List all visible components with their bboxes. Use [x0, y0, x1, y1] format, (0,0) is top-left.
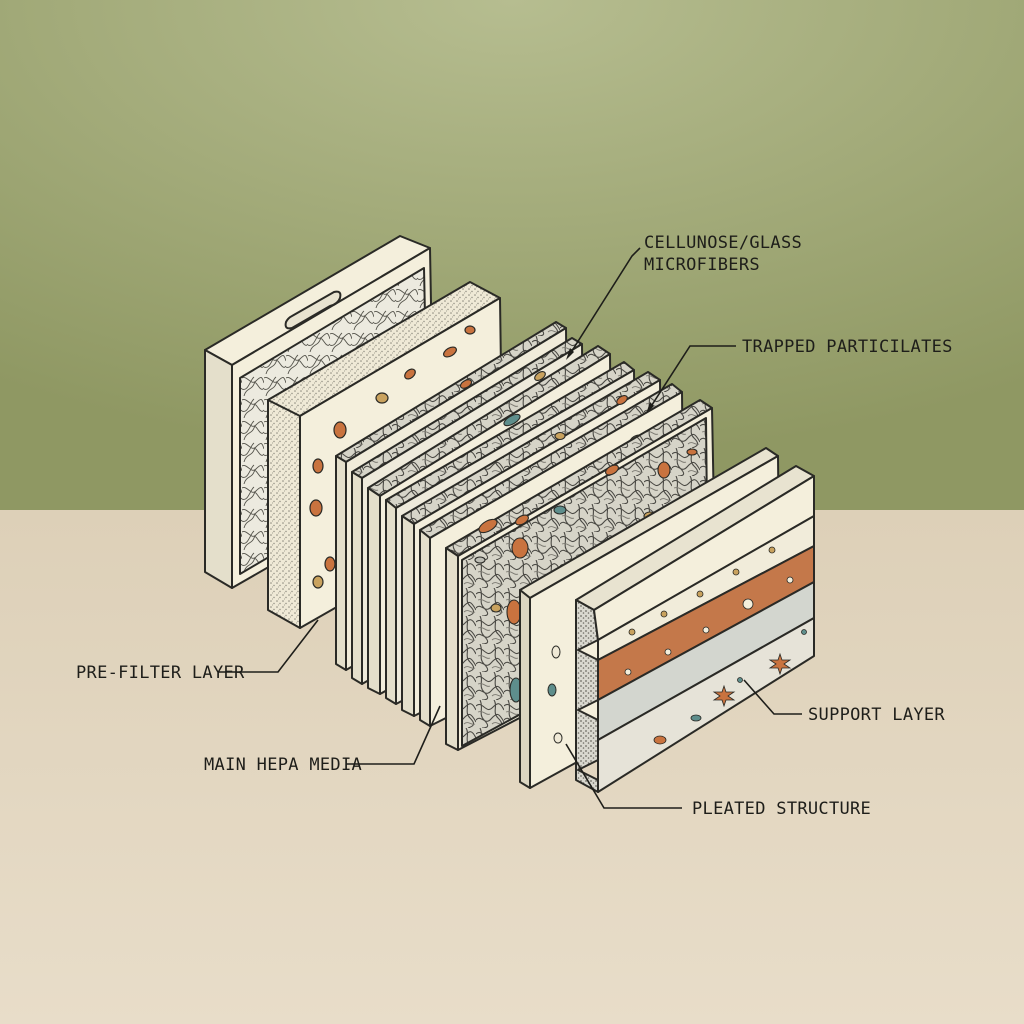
label-pre-filter-layer: PRE-FILTER LAYER	[76, 663, 245, 683]
pleated-support-block	[575, 465, 815, 793]
leader-pleated	[565, 743, 682, 809]
leader-trapped-arrowhead	[646, 402, 654, 414]
leader-microfibers	[569, 247, 641, 355]
frame-handle-slot	[284, 290, 342, 330]
leader-prefilter	[218, 619, 319, 673]
label-support-layer: SUPPORT LAYER	[808, 705, 945, 725]
leader-hepa	[346, 705, 441, 765]
front-panel-holes	[547, 645, 563, 744]
labels: CELLUNOSE/GLASS MICROFIBERS TRAPPED PART…	[76, 233, 953, 819]
pleat-band-dots	[624, 546, 807, 745]
leader-support	[743, 679, 802, 715]
leader-lines	[218, 247, 802, 809]
label-microfibers-line2: MICROFIBERS	[644, 255, 760, 275]
label-trapped-particulates: TRAPPED PARTICILATES	[742, 337, 953, 357]
label-pleated-structure: PLEATED STRUCTURE	[692, 799, 871, 819]
label-main-hepa-media: MAIN HEPA MEDIA	[204, 755, 362, 775]
leader-microfibers-arrowhead	[566, 348, 574, 360]
band-bottom	[597, 617, 815, 793]
leader-trapped	[649, 345, 736, 409]
label-microfibers-line1: CELLUNOSE/GLASS	[644, 233, 802, 253]
